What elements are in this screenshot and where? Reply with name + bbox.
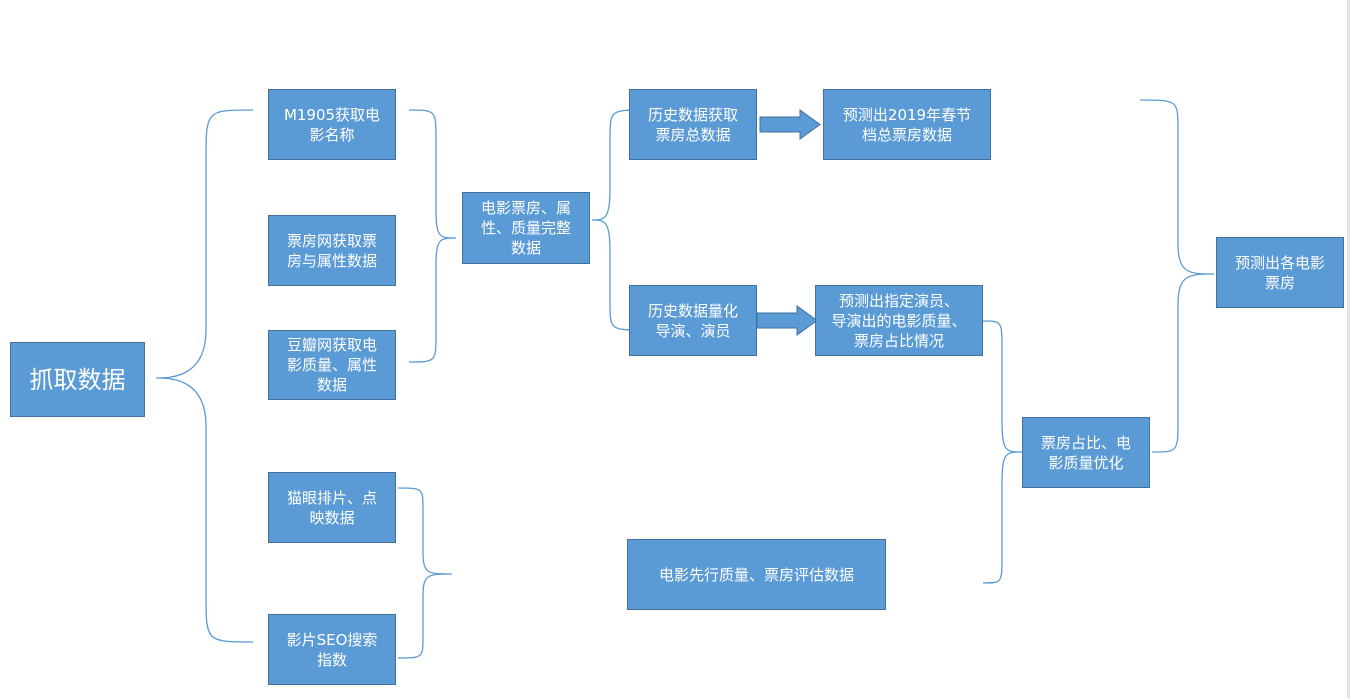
node-maoyan: 猫眼排片、点 映数据: [268, 472, 396, 543]
arrow-quant-to-actor: [756, 305, 818, 336]
node-douban: 豆瓣网获取电 影质量、属性 数据: [268, 330, 396, 400]
brace-grab-data: [155, 109, 254, 643]
node-piaofang-net: 票房网获取票 房与属性数据: [268, 215, 396, 286]
node-seo: 影片SEO搜索 指数: [268, 614, 396, 685]
brace-optimization: [982, 320, 1023, 584]
node-history-quant: 历史数据量化 导演、演员: [629, 285, 757, 356]
node-predict-spring: 预测出2019年春节 档总票房数据: [823, 89, 991, 160]
brace-complete-data: [591, 109, 645, 331]
arrow-history-to-spring: [759, 109, 821, 140]
brace-final: [1139, 99, 1215, 453]
window-edge: [1347, 0, 1350, 699]
node-ratio-quality: 票房占比、电 影质量优化: [1022, 417, 1150, 488]
node-grab-data: 抓取数据: [10, 342, 145, 417]
node-leading-data: 电影先行质量、票房评估数据: [627, 539, 886, 610]
brace-secondary-sources: [397, 487, 453, 659]
node-complete-data: 电影票房、属 性、质量完整 数据: [462, 192, 590, 264]
node-history-total: 历史数据获取 票房总数据: [629, 89, 757, 160]
node-m1905: M1905获取电 影名称: [268, 89, 396, 160]
brace-sources: [408, 109, 457, 363]
node-predict-actor: 预测出指定演员、 导演出的电影质量、 票房占比情况: [815, 285, 983, 356]
node-predict-each: 预测出各电影 票房: [1216, 237, 1344, 308]
